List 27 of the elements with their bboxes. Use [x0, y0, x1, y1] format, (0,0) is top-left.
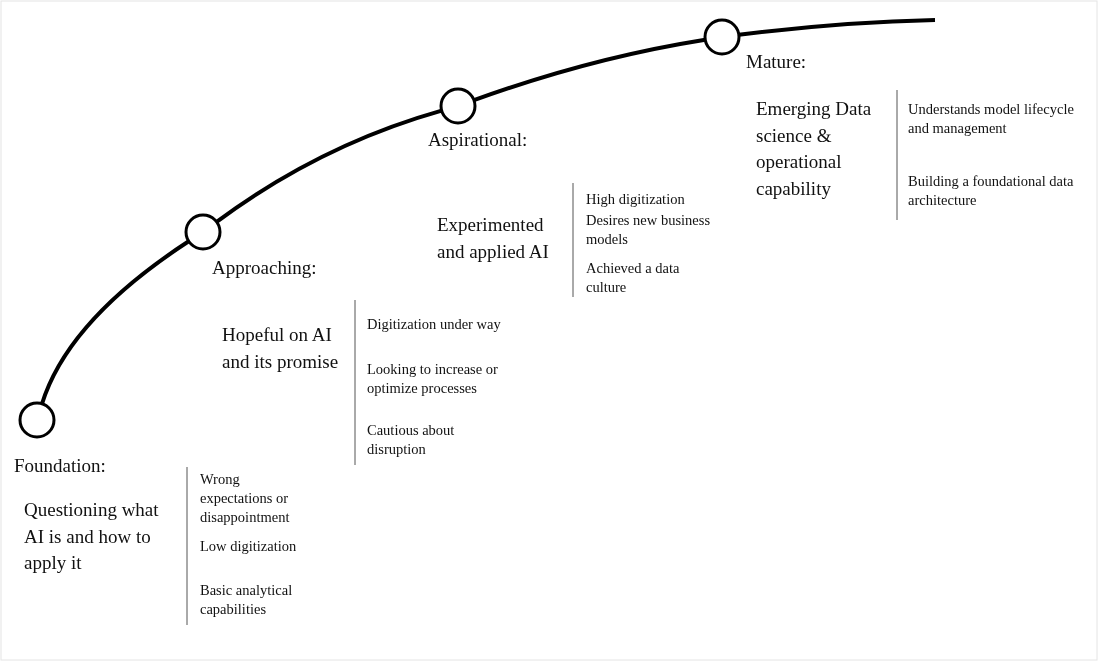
stage-label: Foundation:	[14, 454, 106, 478]
stage-description: Questioning what AI is and how to apply it	[24, 498, 160, 576]
characteristic-text: High digitization	[586, 190, 686, 209]
characteristic-text: Achieved a data culture	[586, 259, 681, 297]
milestone-circle	[18, 401, 56, 439]
stage-label: Mature:	[746, 50, 807, 74]
stage-description: Emerging Data science & operational capability	[756, 97, 873, 201]
milestone-circle	[703, 18, 741, 56]
characteristic-text: Basic analytical capabilities	[200, 581, 294, 619]
characteristic-text: Digitization under way	[367, 315, 502, 334]
stage-label: Approaching:	[212, 256, 317, 280]
stage-description: Hopeful on AI and its promise	[222, 323, 340, 374]
stage-description: Experimented and applied AI	[437, 213, 550, 264]
characteristic-text: Cautious about disruption	[367, 421, 456, 459]
curve-line	[215, 108, 443, 224]
characteristic-text: Desires new business models	[586, 211, 712, 249]
characteristic-text: Wrong expectations or disappointment	[200, 470, 291, 527]
characteristic-text: Understands model lifecycle and management	[908, 100, 1075, 138]
milestone-circle	[184, 213, 222, 251]
stage-label: Aspirational:	[428, 128, 528, 152]
characteristic-text: Building a foundational data architecture	[908, 172, 1075, 210]
curve-line	[40, 239, 190, 405]
milestone-circle	[439, 87, 477, 125]
characteristic-text: Looking to increase or optimize processes	[367, 360, 499, 398]
characteristic-text: Low digitization	[200, 537, 298, 556]
curve-line	[473, 37, 706, 103]
curve-line	[738, 18, 936, 37]
